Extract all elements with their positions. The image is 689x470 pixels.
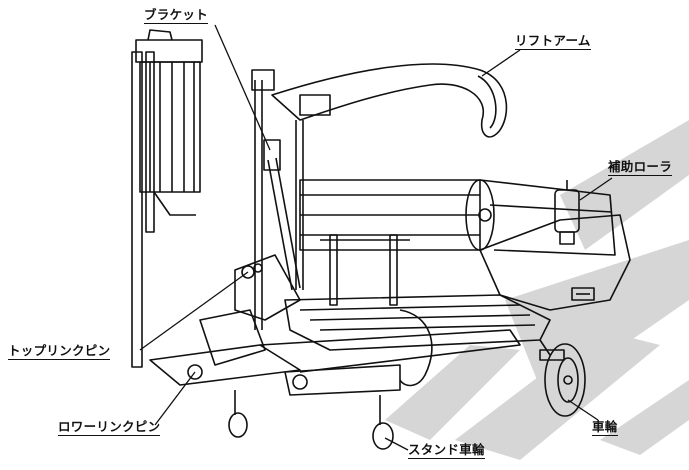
leader-bracket [214,24,271,151]
leader-aux-roller [579,177,613,201]
machine-body [131,29,631,450]
label-stand-wheel: スタンド車輪 [408,442,485,459]
label-wheel: 車輪 [592,419,618,436]
label-lower-link-pin: ロワーリンクピン [58,419,161,436]
label-aux-roller: 補助ローラ [608,159,673,176]
leader-lift-arm [481,49,521,77]
leader-wheel [567,399,599,421]
leader-stand-wheel [384,437,409,451]
leader-top-link-pin [139,271,249,351]
label-lift-arm: リフトアーム [515,33,591,50]
label-top-link-pin: トップリンクピン [8,343,111,360]
leader-lower-link-pin [154,371,196,426]
label-bracket: ブラケット [144,7,209,24]
leader-lines [139,24,613,451]
